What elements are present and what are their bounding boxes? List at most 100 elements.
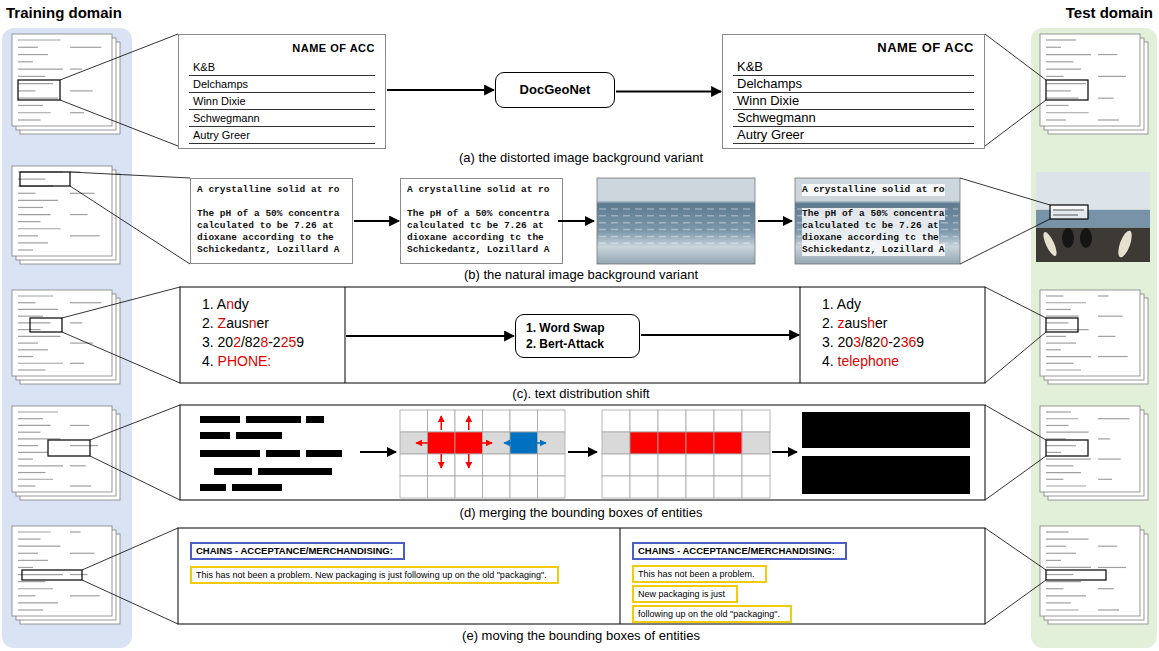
- text-line: [1053, 215, 1078, 216]
- text-line: [18, 316, 43, 317]
- document-stack: [1040, 290, 1148, 384]
- text-line: [1098, 609, 1119, 610]
- grid-cell: [400, 476, 428, 498]
- text-line: [1046, 485, 1086, 486]
- grid-cell: [742, 476, 770, 498]
- text-line: [18, 249, 33, 250]
- merged-bar: [802, 456, 970, 494]
- document-stack: [1040, 34, 1148, 134]
- crop-text: K&B: [733, 59, 974, 76]
- text-line: [18, 560, 48, 561]
- entity-bar: [200, 484, 226, 491]
- crop-text: Delchamps: [189, 76, 375, 93]
- highlight-box: [1046, 318, 1078, 332]
- crop-text: Winn Dixie: [733, 93, 974, 110]
- arrow: [441, 416, 443, 430]
- text-line: [1098, 356, 1128, 357]
- text-line: [1046, 538, 1089, 539]
- text-line: [18, 418, 43, 419]
- text-line: [1046, 316, 1079, 317]
- text-line: [1046, 105, 1069, 106]
- image-crop: A crystalline solid at roThe pH of a 50%…: [400, 178, 563, 264]
- grid-cell: [455, 454, 483, 476]
- grid-cell: [455, 432, 483, 454]
- page-sheet: [12, 290, 112, 376]
- text-line: [18, 39, 61, 40]
- surfboard: [1116, 229, 1135, 259]
- text-line: [18, 438, 61, 439]
- text-run: 2.: [202, 315, 218, 331]
- flow-arrow: [641, 334, 799, 336]
- text-line: [1098, 98, 1114, 99]
- text-line: [18, 349, 48, 350]
- row-frame: [178, 528, 985, 624]
- caption: (c). text distribution shift: [512, 386, 649, 402]
- arrow: [558, 220, 594, 222]
- entity-text: New packaging is just: [638, 588, 732, 600]
- text-line: [1098, 438, 1110, 439]
- text-line: [1046, 602, 1071, 603]
- caption: (d) merging the bounding boxes of entiti…: [460, 505, 703, 521]
- text-line: [18, 228, 61, 229]
- text-line: [1098, 54, 1117, 55]
- grid-cell: [742, 410, 770, 432]
- method-name: 1. Word Swap: [526, 320, 604, 336]
- crop-text: The pH of a 50% concentra: [197, 208, 346, 220]
- page-sheet: [12, 34, 112, 126]
- text-line: [18, 432, 41, 433]
- entity-bar: [232, 484, 282, 491]
- crop-text: Autry Greer: [733, 127, 974, 144]
- grid-cell: [428, 454, 456, 476]
- wave: [797, 229, 958, 231]
- text-line: [18, 193, 36, 194]
- grid-cell: [538, 454, 566, 476]
- grid-cell: [686, 454, 714, 476]
- text-line: [1046, 452, 1061, 453]
- text-run: aus: [226, 315, 249, 331]
- text-line: [18, 531, 51, 532]
- text-line: [18, 553, 38, 554]
- crop-text: calculated tc be 7.26 at: [802, 220, 939, 232]
- text-line: [1046, 567, 1091, 568]
- text-line: [18, 336, 61, 337]
- list-item: 2. zausher: [822, 314, 985, 333]
- text-line: [18, 112, 51, 113]
- beach-photo: [1036, 172, 1150, 262]
- entity-box: New packaging is just: [632, 585, 738, 603]
- crop-text: Autry Greer: [189, 127, 375, 144]
- text-line: [70, 465, 86, 466]
- arrow: [481, 442, 492, 444]
- text-line: [18, 411, 58, 412]
- crop-text: A crystalline solid at ro: [407, 184, 556, 196]
- wave: [599, 229, 753, 231]
- page-sheet: [1040, 34, 1140, 126]
- text-line: [1046, 432, 1089, 433]
- text-line: [1098, 316, 1123, 317]
- text-line: [70, 214, 88, 215]
- text-line: [1046, 54, 1091, 55]
- list-item: 1. Ady: [822, 295, 985, 314]
- text-run: 3. 20: [202, 334, 233, 350]
- text-line: [18, 119, 41, 120]
- text-line: [70, 235, 100, 236]
- list-item: 3. 202/828-2259: [202, 333, 345, 352]
- leader-line: [62, 332, 180, 383]
- text-line: [1046, 369, 1081, 370]
- text-run: 1. A: [202, 296, 226, 312]
- image-crop: A crystalline solid at roThe pH of a 50%…: [795, 178, 960, 264]
- grid-cell: [714, 476, 742, 498]
- entity-bar: [306, 450, 342, 457]
- arrow: [772, 451, 797, 453]
- text-line: [18, 452, 48, 453]
- grid-cell: [602, 476, 630, 498]
- entity-box: This has not been a problem. New packagi…: [190, 566, 559, 584]
- leader-line: [70, 172, 190, 178]
- text-line: [1098, 546, 1117, 547]
- grid-cell: [658, 454, 686, 476]
- grid-cell: [400, 410, 428, 432]
- highlight-box: [1046, 80, 1088, 100]
- text-line: [70, 574, 88, 575]
- document-stack: [1040, 526, 1148, 624]
- document-stack: [12, 34, 120, 134]
- text-line: [18, 242, 48, 243]
